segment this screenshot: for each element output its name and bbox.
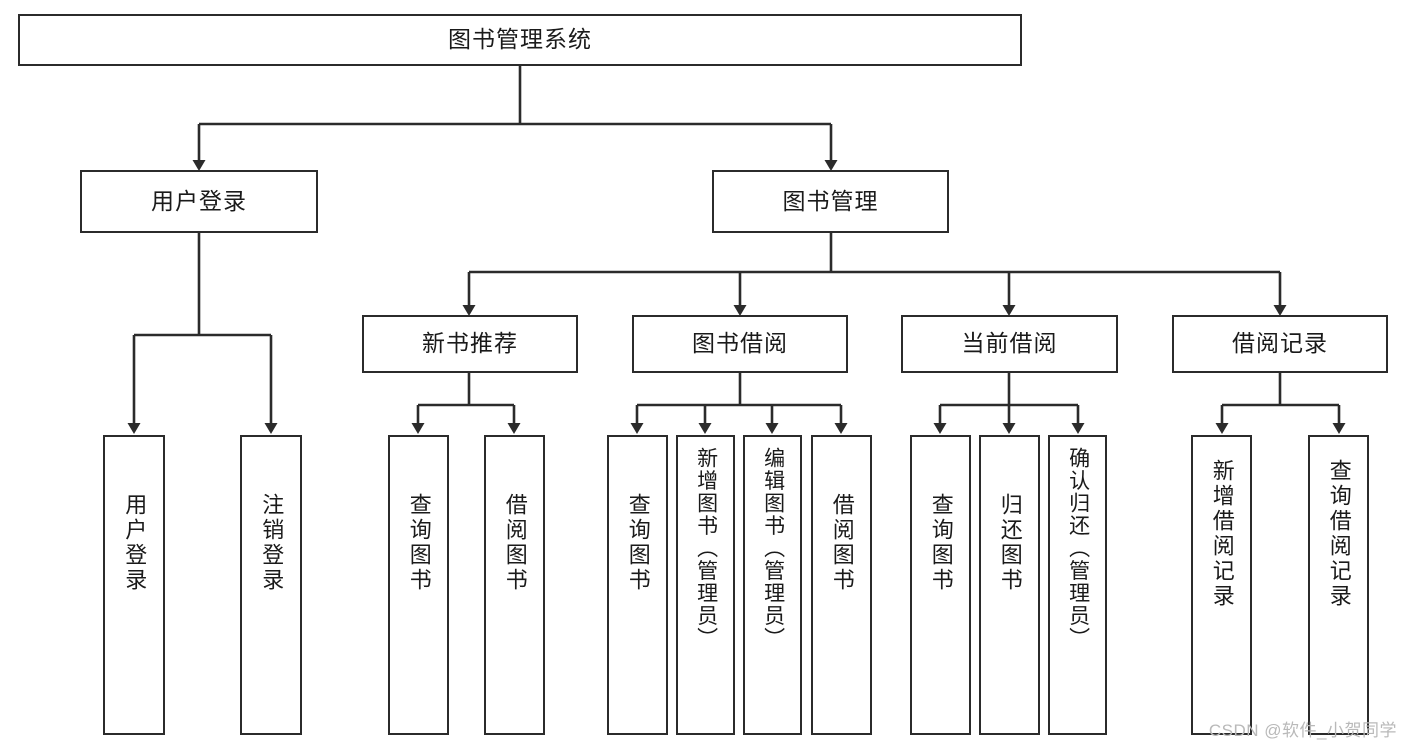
leaf-logout-label: 注销登录 bbox=[259, 493, 285, 593]
node-new-book-recommend[interactable]: 新书推荐 bbox=[362, 315, 578, 373]
leaf-bw-borrow-book-label: 借阅图书 bbox=[829, 493, 855, 593]
node-root-label: 图书管理系统 bbox=[448, 26, 592, 53]
node-user-login-label: 用户登录 bbox=[151, 187, 247, 214]
csdn-watermark: CSDN @软件_小贺同学 bbox=[1208, 721, 1397, 740]
node-book-management[interactable]: 图书管理 bbox=[712, 170, 949, 233]
leaf-nb-query-book[interactable]: 查询图书 bbox=[388, 435, 449, 735]
leaf-cb-confirm-return-admin-label: 确认归还（管理员） bbox=[1066, 447, 1090, 650]
leaf-bw-borrow-book[interactable]: 借阅图书 bbox=[811, 435, 872, 735]
leaf-nb-borrow-book-label: 借阅图书 bbox=[502, 493, 528, 593]
leaf-bw-add-book-admin-label: 新增图书（管理员） bbox=[694, 447, 718, 650]
node-root-book-management-system[interactable]: 图书管理系统 bbox=[18, 14, 1022, 66]
node-current-borrow-label: 当前借阅 bbox=[961, 330, 1058, 357]
leaf-bw-query-book[interactable]: 查询图书 bbox=[607, 435, 668, 735]
leaf-bw-query-book-label: 查询图书 bbox=[625, 493, 651, 593]
node-book-borrow[interactable]: 图书借阅 bbox=[632, 315, 848, 373]
leaf-cb-return-book-label: 归还图书 bbox=[997, 493, 1023, 593]
node-book-management-label: 图书管理 bbox=[782, 187, 879, 214]
leaf-user-login[interactable]: 用户登录 bbox=[103, 435, 165, 735]
leaf-nb-query-book-label: 查询图书 bbox=[406, 493, 432, 593]
leaf-cb-query-book-label: 查询图书 bbox=[928, 493, 954, 593]
leaf-user-login-label: 用户登录 bbox=[122, 493, 148, 593]
leaf-bw-add-book-admin[interactable]: 新增图书（管理员） bbox=[676, 435, 735, 735]
leaf-br-add-record[interactable]: 新增借阅记录 bbox=[1191, 435, 1252, 735]
leaf-cb-confirm-return-admin[interactable]: 确认归还（管理员） bbox=[1048, 435, 1107, 735]
node-current-borrow[interactable]: 当前借阅 bbox=[901, 315, 1118, 373]
node-user-login[interactable]: 用户登录 bbox=[80, 170, 318, 233]
leaf-bw-edit-book-admin[interactable]: 编辑图书（管理员） bbox=[743, 435, 802, 735]
leaf-nb-borrow-book[interactable]: 借阅图书 bbox=[484, 435, 545, 735]
node-borrow-record[interactable]: 借阅记录 bbox=[1172, 315, 1388, 373]
leaf-br-query-record[interactable]: 查询借阅记录 bbox=[1308, 435, 1369, 735]
leaf-br-add-record-label: 新增借阅记录 bbox=[1209, 459, 1235, 609]
leaf-logout[interactable]: 注销登录 bbox=[240, 435, 302, 735]
node-borrow-record-label: 借阅记录 bbox=[1232, 330, 1328, 357]
node-new-book-recommend-label: 新书推荐 bbox=[422, 330, 518, 357]
leaf-br-query-record-label: 查询借阅记录 bbox=[1326, 459, 1352, 609]
leaf-cb-query-book[interactable]: 查询图书 bbox=[910, 435, 971, 735]
node-book-borrow-label: 图书借阅 bbox=[692, 330, 788, 357]
leaf-bw-edit-book-admin-label: 编辑图书（管理员） bbox=[761, 447, 785, 650]
leaf-cb-return-book[interactable]: 归还图书 bbox=[979, 435, 1040, 735]
